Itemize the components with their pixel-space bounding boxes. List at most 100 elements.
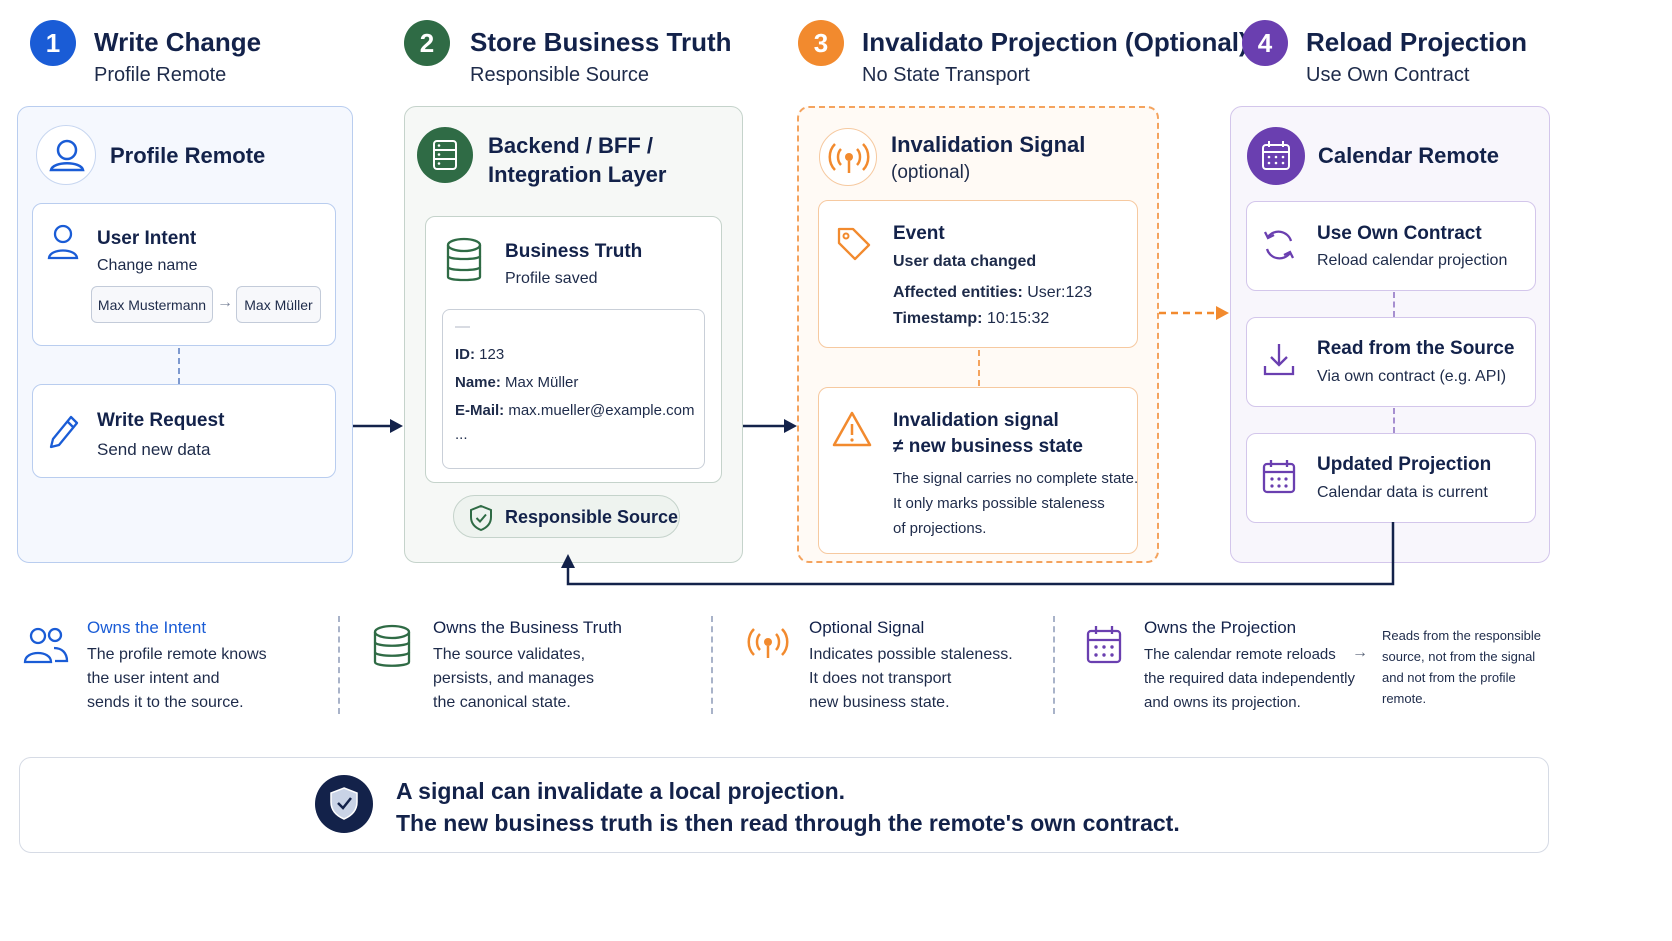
legend-4-title: Owns the Projection — [1144, 618, 1297, 637]
updated-projection-title: Updated Projection — [1317, 454, 1492, 475]
event-affected-value: User:123 — [1027, 284, 1093, 301]
legend-divider-3 — [1053, 616, 1055, 714]
warning-icon — [831, 410, 873, 453]
warning-line1: The signal carries no complete state. — [893, 470, 1139, 487]
user-intent-title: User Intent — [97, 228, 197, 249]
event-title: Event — [893, 223, 945, 244]
legend-calendar-icon — [1085, 624, 1123, 671]
footer-line-1: A signal can invalidate a local projecti… — [396, 778, 846, 804]
legend-2-line-1: The source validates, — [433, 646, 586, 663]
legend-2-line-2: persists, and manages — [433, 670, 594, 687]
record-more: ... — [455, 426, 468, 443]
backend-title-line2: Integration Layer — [488, 162, 667, 187]
record-email-label: E-Mail: — [455, 402, 505, 419]
broadcast-icon — [819, 128, 877, 186]
step-1-subtitle: Profile Remote — [94, 64, 227, 86]
event-affected-label: Affected entities: — [893, 284, 1023, 301]
legend-3-line-3: new business state. — [809, 694, 950, 711]
calendar-remote-panel: Calendar Remote Use Own Contract Reload … — [1230, 106, 1550, 563]
warning-line2: It only marks possible staleness — [893, 495, 1105, 512]
user-intent-icon — [45, 222, 81, 267]
event-timestamp: Timestamp: 10:15:32 — [893, 310, 1049, 328]
legend-broadcast-icon — [744, 624, 792, 669]
legend-2-title: Owns the Business Truth — [433, 618, 622, 637]
calendar-remote-title: Calendar Remote — [1318, 143, 1499, 168]
legend-divider-1 — [338, 616, 340, 714]
step-4-number: 4 — [1242, 20, 1288, 66]
legend-database-icon — [372, 624, 412, 675]
backend-panel: Backend / BFF / Integration Layer Busine… — [404, 106, 743, 563]
event-timestamp-value: 10:15:32 — [986, 310, 1050, 327]
write-request-subtitle: Send new data — [97, 440, 211, 459]
calendar-connector-2 — [1393, 408, 1395, 433]
step-4-subtitle: Use Own Contract — [1306, 64, 1470, 86]
business-truth-title: Business Truth — [505, 241, 643, 262]
step-2-title: Store Business Truth — [470, 27, 732, 57]
refresh-icon — [1261, 226, 1297, 269]
event-timestamp-label: Timestamp: — [893, 310, 983, 327]
download-icon — [1261, 340, 1297, 385]
footer-callout: A signal can invalidate a local projecti… — [19, 757, 1549, 853]
legend-3-line-1: Indicates possible staleness. — [809, 646, 1013, 663]
arrow-profile-to-backend — [353, 419, 403, 433]
step-3-number: 3 — [798, 20, 844, 66]
step-2-subtitle: Responsible Source — [470, 64, 649, 86]
legend-2-line-3: the canonical state. — [433, 694, 571, 711]
step-4-title: Reload Projection — [1306, 27, 1528, 57]
user-icon — [36, 125, 96, 185]
legend-4-line-3: and owns its projection. — [1144, 694, 1301, 711]
legend-3-line-2: It does not transport — [809, 670, 952, 687]
warning-line3: of projections. — [893, 520, 987, 537]
read-source-card: Read from the Source Via own contract (e… — [1246, 317, 1536, 407]
updated-projection-card: Updated Projection Calendar data is curr… — [1246, 433, 1536, 523]
arrow-signal-to-calendar — [1159, 306, 1229, 320]
users-icon — [22, 624, 70, 671]
record-email: E-Mail: max.mueller@example.com — [455, 402, 694, 419]
legend-1-line-2: the user intent and — [87, 670, 220, 687]
legend-3-title: Optional Signal — [809, 618, 925, 637]
event-card: Event User data changed Affected entitie… — [818, 200, 1138, 348]
user-intent-card: User Intent Change name Max Mustermann →… — [32, 203, 336, 346]
step-3-title: Invalidato Projection (Optional) — [862, 27, 1248, 57]
updated-projection-subtitle: Calendar data is current — [1317, 484, 1488, 501]
legend-4-note-4: remote. — [1382, 691, 1427, 706]
legend-1-line-1: The profile remote knows — [87, 646, 267, 663]
new-name-chip: Max Müller — [236, 286, 321, 323]
tag-icon — [835, 225, 873, 268]
warning-card: Invalidation signal ≠ new business state… — [818, 387, 1138, 554]
read-source-title: Read from the Source — [1317, 338, 1515, 359]
own-contract-subtitle: Reload calendar projection — [1317, 252, 1508, 269]
shield-check-icon — [468, 504, 494, 537]
warning-title2: ≠ new business state — [893, 436, 1083, 457]
step-1-number: 1 — [30, 20, 76, 66]
legend-4-line-1: The calendar remote reloads — [1144, 646, 1336, 663]
record-id-value: 123 — [479, 346, 505, 363]
responsible-source-label: Responsible Source — [505, 507, 679, 527]
read-source-subtitle: Via own contract (e.g. API) — [1317, 368, 1507, 385]
record-name-label: Name: — [455, 374, 501, 391]
name-change-arrow: → — [217, 294, 233, 311]
flow-arrows — [353, 306, 1395, 586]
calendar-grid-icon — [1261, 458, 1297, 501]
write-request-title: Write Request — [97, 410, 225, 431]
legend-1-line-3: sends it to the source. — [87, 694, 244, 711]
step-1-title: Write Change — [94, 27, 262, 57]
profile-remote-title: Profile Remote — [110, 143, 266, 168]
calendar-icon — [1247, 127, 1305, 185]
record-dash: — — [455, 318, 470, 335]
server-icon — [417, 127, 473, 183]
signal-connector — [978, 350, 980, 386]
write-request-card: Write Request Send new data — [32, 384, 336, 478]
legend-divider-2 — [711, 616, 713, 714]
event-line1: User data changed — [893, 253, 1037, 270]
footer-line-2: The new business truth is then read thro… — [396, 810, 1180, 836]
old-name-chip: Max Mustermann — [91, 286, 213, 323]
calendar-connector-1 — [1393, 292, 1395, 317]
legend-4-note-2: source, not from the signal — [1382, 649, 1536, 664]
database-icon — [444, 237, 484, 290]
record-email-value: max.mueller@example.com — [508, 402, 695, 419]
warning-title: Invalidation signal — [893, 410, 1059, 431]
step-3-subtitle: No State Transport — [862, 64, 1030, 86]
record-name: Name: Max Müller — [455, 374, 578, 391]
profile-connector — [178, 348, 180, 384]
